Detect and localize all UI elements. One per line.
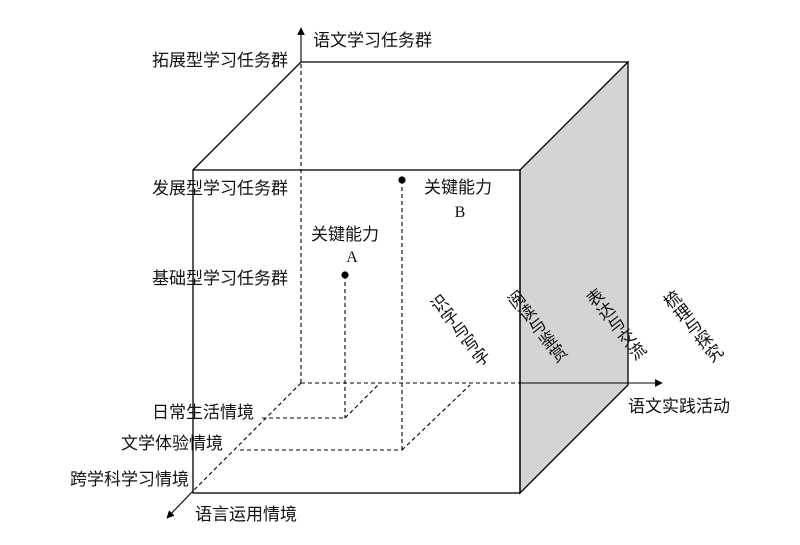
point-b-label: 关键能力 bbox=[424, 178, 492, 198]
point-b-dot bbox=[398, 176, 406, 184]
point-a-letter: A bbox=[346, 249, 358, 266]
cube-front-face bbox=[192, 169, 521, 494]
horizontal-axis-title: 语文实践活动 bbox=[628, 397, 730, 417]
vertical-axis-title: 语文学习任务群 bbox=[313, 31, 432, 51]
task-group-label: 拓展型学习任务群 bbox=[152, 51, 288, 71]
cube-right-face bbox=[519, 60, 629, 495]
activity-label: 梳理与探究 bbox=[657, 288, 726, 368]
context-label: 文学体验情境 bbox=[121, 434, 223, 454]
task-group-label: 发展型学习任务群 bbox=[152, 179, 288, 199]
depth-axis-title: 语言运用情境 bbox=[195, 505, 297, 525]
depth-axis-dashed bbox=[192, 382, 302, 492]
activity-label: 识字与写字 bbox=[424, 292, 493, 372]
point-b-letter: B bbox=[455, 204, 466, 221]
task-group-label: 基础型学习任务群 bbox=[152, 269, 288, 289]
point-a-label: 关键能力 bbox=[311, 225, 379, 245]
cube-top-left-edge bbox=[192, 61, 302, 171]
point-b-depth-dashed bbox=[401, 384, 471, 451]
point-a-depth-dashed bbox=[344, 384, 379, 419]
depth-axis-arrow bbox=[166, 490, 194, 519]
context-label: 跨学科学习情境 bbox=[70, 470, 189, 490]
context-label: 日常生活情境 bbox=[152, 403, 254, 423]
point-a-dot bbox=[341, 271, 349, 279]
